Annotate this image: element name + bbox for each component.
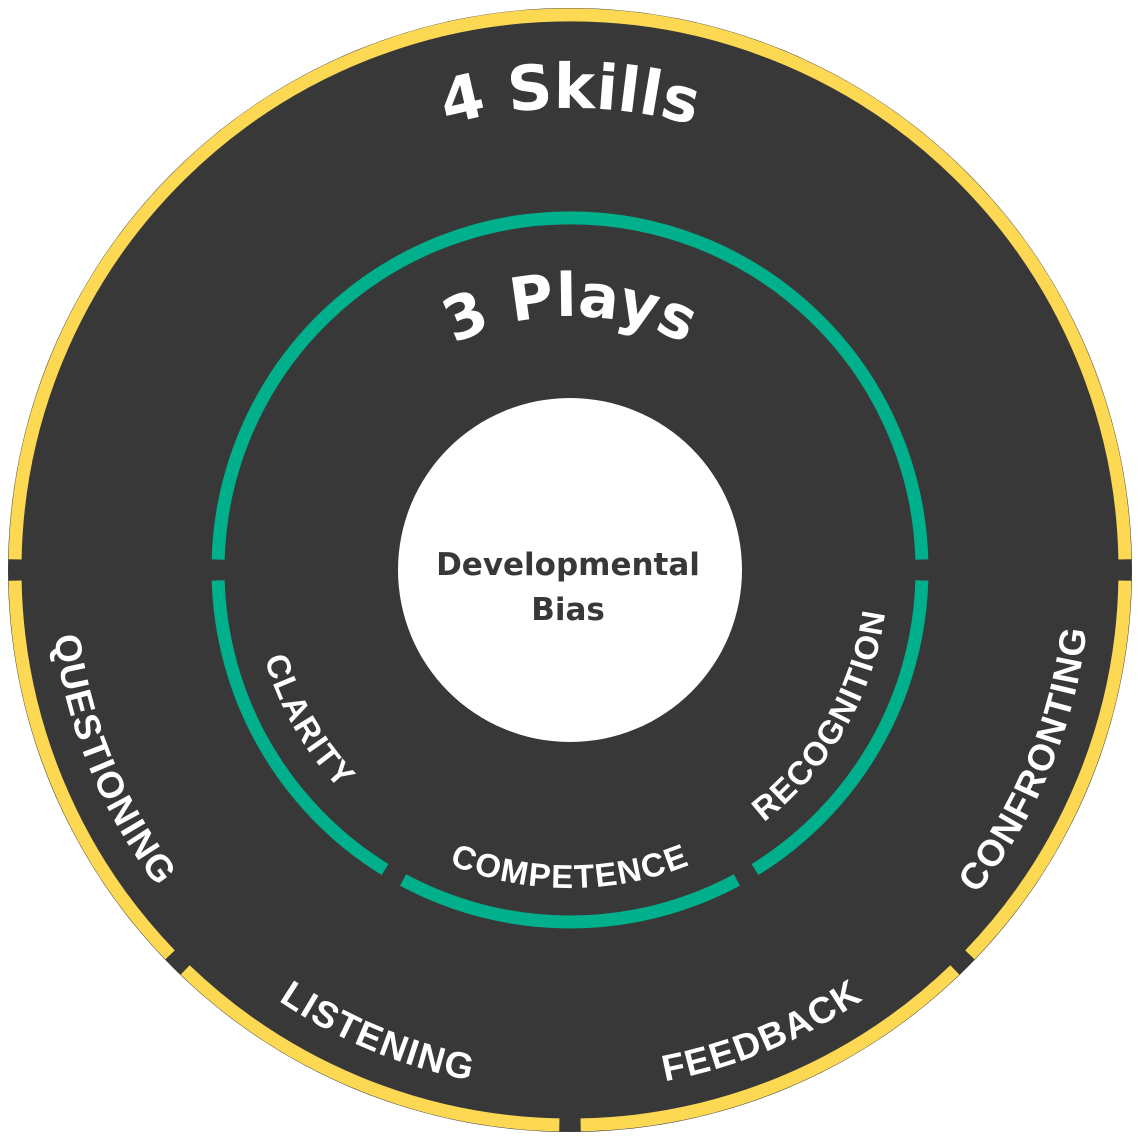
outer-ring <box>8 8 1132 1132</box>
outer-ring-skill-segment <box>8 580 175 960</box>
inner-ring-top-segment <box>211 211 929 560</box>
core-circle <box>398 398 742 742</box>
core-label-line1: Developmental <box>436 547 700 583</box>
outer-ring-skill-segment <box>965 580 1132 960</box>
core-label-line2: Bias <box>531 592 605 628</box>
outer-ring-top-segment <box>8 8 1132 560</box>
outer-ring-skill-segment <box>180 965 560 1132</box>
inner-ring <box>211 211 929 929</box>
inner-ring-play-segment <box>751 580 929 876</box>
outer-ring-skill-segment <box>580 965 960 1132</box>
inner-ring-play-segment <box>400 874 740 929</box>
inner-ring-play-segment <box>211 580 389 876</box>
